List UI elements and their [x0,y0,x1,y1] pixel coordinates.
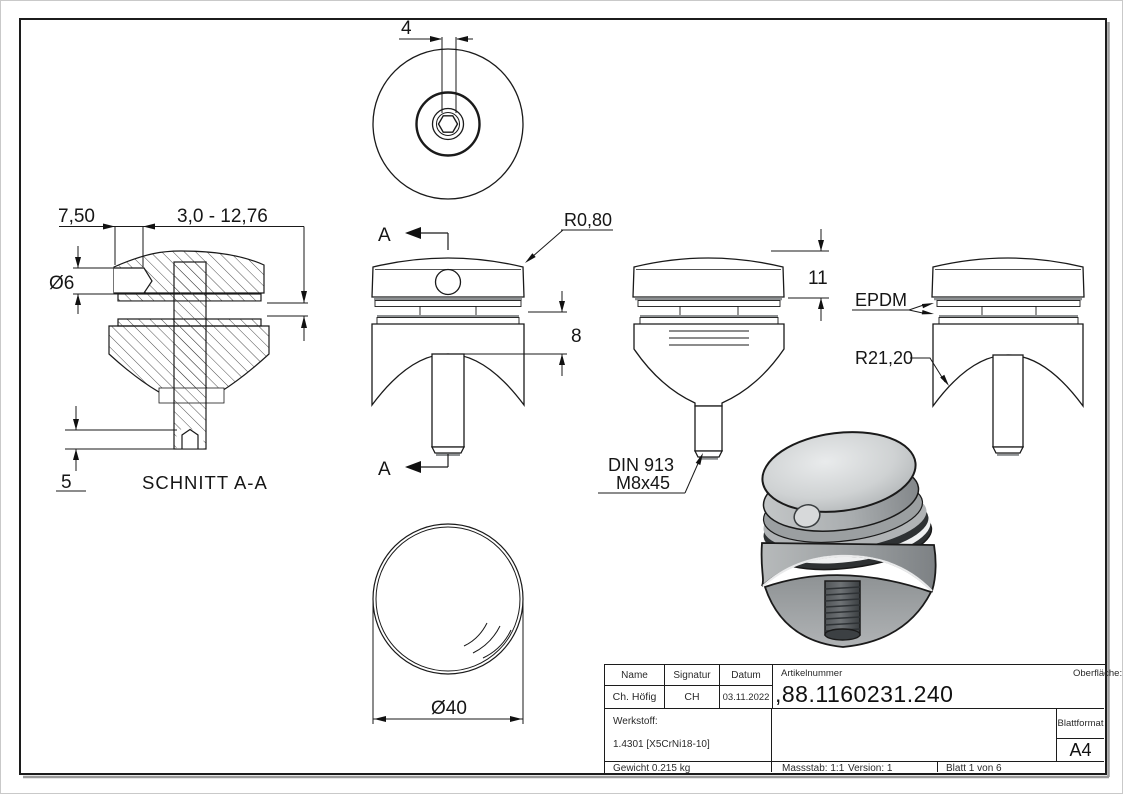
hole-3d [793,504,821,528]
section-marker-top: A [378,225,391,246]
leader-r2120 [910,357,949,386]
massstab: Massstab: 1:1 [782,763,845,774]
signatur-value: CH [665,686,720,709]
gasket-label: EPDM [855,290,907,310]
front-view: A A R0,80 8 [371,210,613,480]
dim-4 [399,36,473,113]
dim-5 [56,406,177,492]
bottom-view: Ø40 [372,523,524,724]
screw-label-line2: M8x45 [616,473,670,493]
dim-8-label: 8 [571,326,582,347]
section-title: SCHNITT A-A [142,472,268,493]
dim-d40 [372,599,524,724]
dim-glassrange-label: 3,0 - 12,76 [177,206,268,227]
dim-5-label: 5 [61,472,72,493]
dim-r080-label: R0,80 [564,210,612,230]
dim-d6-label: Ø6 [49,273,74,294]
section-marker-bottom: A [378,459,391,480]
signatur-label: Signatur [665,665,720,686]
hex-socket [437,115,459,133]
artikelnummer-label: Artikelnummer [781,668,843,679]
datum-label: Datum [720,665,773,686]
leader-epdm [852,303,934,315]
dim-750-label: 7,50 [58,206,95,227]
oberflaeche-label: Oberfläche: [1073,668,1123,679]
werkstoff-value: 1.4301 [X5CrNi18-10] [613,739,710,750]
top-view: 4 [372,18,524,200]
dim-4-label: 4 [401,18,412,39]
name-value: Ch. Höfig [605,686,665,709]
section-line [405,227,449,473]
iso-3d-view [760,431,937,648]
werkstoff-cell: Werkstoff: 1.4301 [X5CrNi18-10] [605,709,772,762]
datum-value: 03.11.2022 [720,686,773,709]
dim-11-label: 11 [808,268,828,289]
title-block: Name Signatur Datum Ch. Höfig CH 03.11.2… [604,664,1122,774]
blatt: Blatt 1 von 6 [946,763,1002,774]
werkstoff-label: Werkstoff: [613,716,658,727]
dim-d6 [73,246,118,314]
name-label: Name [605,665,665,686]
artikelnummer-cell: Artikelnummer Oberfläche: Geschliffen Ko… [773,665,1122,709]
dim-11 [771,229,829,321]
sheet-frame [19,18,1110,779]
stud-3d [824,580,861,641]
version: Version: 1 [848,763,893,774]
dim-glass-range [161,226,307,341]
side-view: 11 DIN 913 M8x45 [598,229,829,494]
empty-cell [772,709,1057,762]
blattformat-label: Blattformat [1057,709,1104,739]
leader-din913 [598,453,703,494]
massstab-cell: Massstab: 1:1 Version: 1 [772,762,938,774]
dim-7-50 [59,223,161,267]
screw-label-line1: DIN 913 [608,455,674,475]
dim-8 [448,291,567,376]
section-view: 7,50 3,0 - 12,76 Ø6 [49,206,308,493]
dim-d40-label: Ø40 [431,698,467,719]
right-view: EPDM R21,20 [852,257,1085,456]
gewicht: Gewicht 0.215 kg [605,762,772,774]
saddle-radius-label: R21,20 [855,348,913,368]
artikelnummer-value: ,88.1160231.240 [775,681,954,707]
blattformat-value: A4 [1057,739,1104,762]
leader-r080 [525,229,613,263]
